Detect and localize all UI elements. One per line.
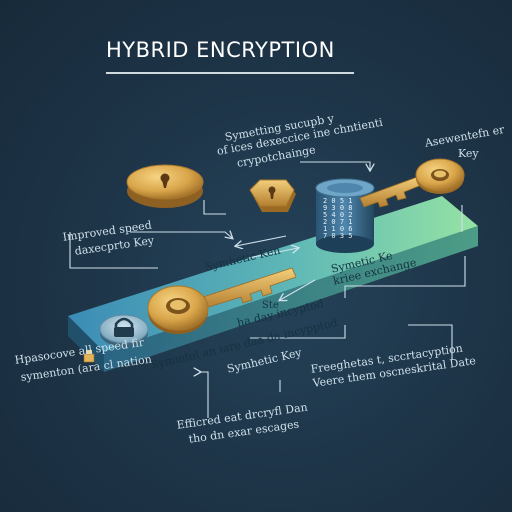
small-gold-token-icon bbox=[83, 350, 95, 363]
connector-center-down bbox=[250, 325, 346, 339]
encrypted-data-cylinder-icon bbox=[315, 178, 375, 253]
gold-coin-keyhole-icon bbox=[126, 164, 204, 208]
padlock-icon bbox=[99, 314, 149, 347]
arrow-to-encrypted bbox=[280, 279, 316, 300]
gold-key-right-icon bbox=[359, 158, 465, 208]
connector-left bbox=[69, 232, 158, 269]
arrow-top-to-cylinder bbox=[300, 161, 370, 170]
cylinder-digits: 2 0 5 1 9 3 0 8 5 4 0 2 2 0 7 1 1 1 0 6 … bbox=[323, 197, 357, 240]
arrow-symmetric-right bbox=[247, 248, 298, 259]
gold-lock-tag-icon bbox=[249, 179, 296, 212]
arrow-lower-left bbox=[200, 372, 209, 418]
connector-top-left bbox=[203, 200, 226, 215]
connector-right-lower bbox=[408, 324, 453, 360]
platform-front-edge bbox=[104, 226, 478, 372]
platform-left-edge bbox=[68, 316, 104, 372]
label-far-right-2: Key bbox=[458, 147, 479, 160]
diagram-title: HYBRID ENCRYPTION bbox=[106, 38, 335, 62]
arrow-left-to-center bbox=[130, 232, 232, 238]
connector-right-down bbox=[344, 256, 466, 298]
title-underline bbox=[106, 72, 354, 74]
connector-lines bbox=[69, 161, 466, 418]
arrow-symmetric-left bbox=[236, 235, 287, 246]
gold-key-center-icon bbox=[147, 267, 297, 334]
label-ste: Ste bbox=[262, 300, 279, 311]
